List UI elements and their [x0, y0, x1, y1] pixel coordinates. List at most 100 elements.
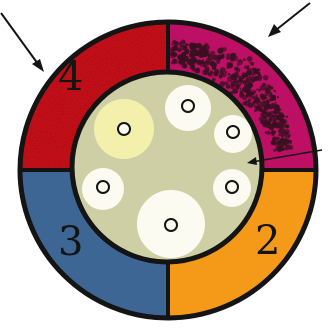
smear-speck	[196, 51, 199, 54]
smear-speck	[176, 49, 178, 51]
smear-speck	[260, 118, 262, 120]
smear-speck	[239, 76, 241, 78]
smear-speck	[236, 68, 240, 72]
smear-speck	[254, 109, 257, 112]
smear-speck	[248, 81, 252, 85]
smear-speck	[246, 67, 249, 70]
smear-speck	[264, 94, 267, 97]
smear-speck	[202, 51, 208, 57]
smear-speck	[239, 60, 242, 63]
smear-speck	[181, 54, 183, 56]
smear-speck	[256, 105, 261, 110]
smear-speck	[260, 114, 262, 116]
smear-speck	[171, 43, 173, 45]
smear-speck	[190, 49, 196, 55]
smear-speck	[256, 88, 258, 90]
smear-speck	[286, 116, 288, 118]
smear-speck	[235, 91, 238, 94]
smear-speck	[259, 100, 261, 102]
disc-upper-right	[214, 115, 252, 153]
smear-speck	[263, 115, 267, 119]
smear-speck	[288, 140, 292, 144]
disc-left	[82, 168, 124, 210]
smear-speck	[212, 72, 215, 75]
smear-speck	[243, 58, 246, 61]
smear-speck	[267, 108, 269, 110]
smear-speck	[212, 75, 214, 77]
smear-speck	[252, 74, 254, 76]
smear-speck	[257, 75, 262, 80]
smear-speck	[270, 99, 272, 101]
smear-speck	[272, 137, 277, 142]
smear-speck	[262, 83, 265, 86]
smear-speck	[262, 101, 268, 107]
disc-top	[165, 85, 211, 131]
arrow-to-quadrant-1	[268, 3, 310, 37]
smear-speck	[279, 125, 284, 130]
smear-speck	[178, 42, 182, 46]
smear-speck	[209, 58, 212, 61]
smear-speck	[262, 120, 265, 123]
quadrant-label-3: 3	[58, 219, 83, 265]
smear-speck	[253, 68, 257, 72]
smear-speck	[274, 104, 279, 109]
smear-speck	[242, 80, 246, 84]
smear-speck	[246, 95, 248, 97]
smear-speck	[194, 58, 197, 61]
disc-bottom-large	[137, 190, 205, 258]
smear-speck	[196, 43, 202, 49]
smear-speck	[277, 96, 279, 98]
smear-speck	[187, 44, 189, 46]
smear-speck	[271, 130, 275, 134]
quadrant-label-2: 2	[255, 218, 280, 264]
smear-speck	[239, 92, 244, 97]
smear-speck	[284, 122, 286, 124]
smear-speck	[244, 100, 250, 106]
smear-speck	[274, 90, 276, 92]
smear-speck	[183, 47, 186, 50]
smear-speck	[228, 73, 231, 76]
smear-speck	[204, 66, 209, 71]
smear-speck	[237, 63, 240, 66]
smear-speck	[267, 131, 271, 135]
smear-speck	[255, 94, 257, 96]
smear-speck	[245, 88, 250, 93]
smear-speck	[191, 45, 193, 47]
disc-right	[213, 169, 251, 207]
smear-speck	[249, 62, 251, 64]
smear-speck	[253, 101, 256, 104]
smear-speck	[276, 146, 281, 151]
smear-speck	[213, 55, 219, 61]
smear-speck	[226, 57, 229, 60]
smear-speck	[204, 62, 206, 64]
smear-speck	[202, 46, 204, 48]
smear-speck	[172, 59, 178, 65]
arrow-to-quadrant-4	[1, 13, 44, 72]
smear-speck	[243, 73, 248, 78]
quadrant-label-4: 4	[58, 54, 83, 100]
smear-speck	[191, 66, 195, 70]
smear-speck	[269, 125, 274, 130]
smear-speck	[271, 95, 276, 100]
smear-speck	[221, 55, 225, 59]
smear-speck	[273, 119, 277, 123]
smear-speck	[288, 136, 290, 138]
smear-speck	[240, 83, 242, 85]
smear-speck	[263, 75, 268, 80]
smear-speck	[228, 65, 232, 69]
smear-speck	[237, 88, 239, 90]
smear-speck	[277, 140, 280, 143]
smear-speck	[273, 110, 278, 115]
smear-speck	[183, 61, 185, 63]
smear-speck	[225, 81, 229, 85]
smear-speck	[253, 80, 255, 82]
smear-speck	[264, 107, 267, 110]
smear-speck	[222, 73, 226, 77]
smear-speck	[183, 41, 185, 43]
smear-speck	[248, 93, 252, 97]
smear-speck	[270, 86, 273, 89]
smear-speck	[240, 88, 242, 90]
smear-speck	[237, 84, 241, 88]
smear-speck	[219, 74, 223, 78]
